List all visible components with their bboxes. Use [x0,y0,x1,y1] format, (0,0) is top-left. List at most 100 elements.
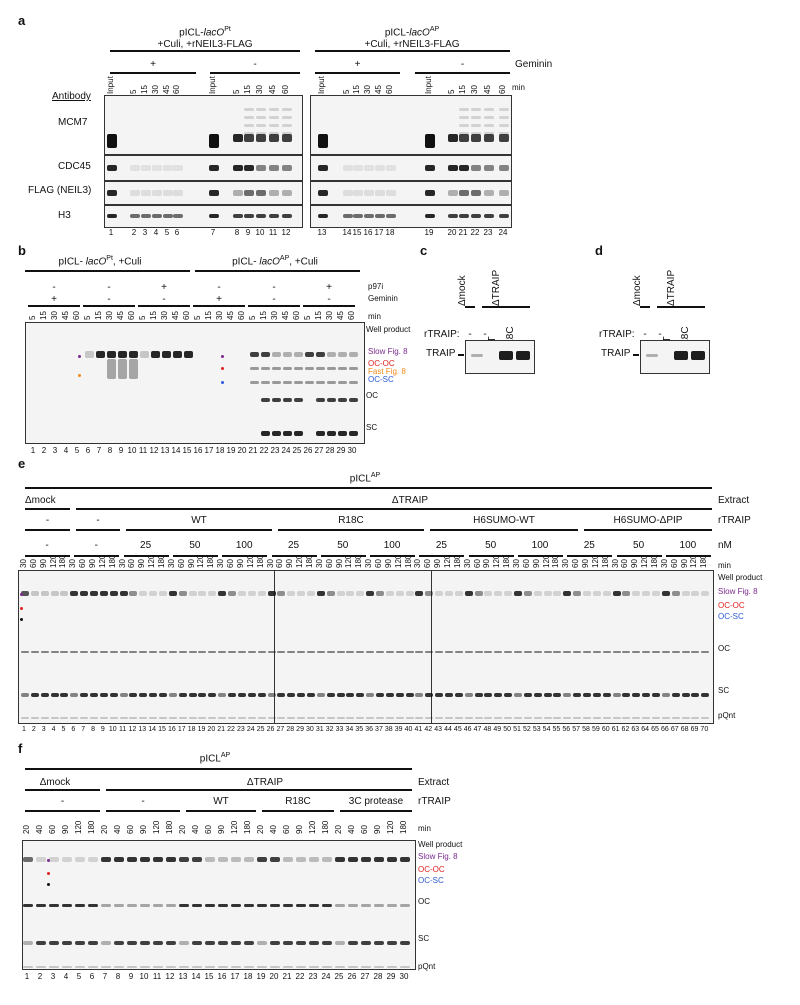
band [296,857,306,862]
band [474,693,483,697]
band [361,966,371,968]
lane-number: 4 [63,972,69,981]
band [448,190,458,196]
band [101,857,111,862]
time-label: 45 [281,311,290,320]
lane-number: 16 [217,972,227,981]
divider-line [271,555,317,557]
lane-header: 5 [232,89,241,94]
band [159,717,168,719]
band [632,591,641,596]
band [244,941,254,945]
band [163,165,173,171]
band [346,651,355,653]
lane-number: 14 [171,446,181,455]
divider-line [584,529,712,531]
lane-number: 4 [51,726,56,733]
band [326,693,335,697]
band [21,717,29,719]
time-label: 30 [413,559,423,568]
band [464,591,473,596]
band [691,351,705,360]
lane-number: 51 [513,726,521,733]
product-label: pQnt [718,711,736,720]
geminin-label: Geminin [368,294,398,303]
time-label: 15 [204,311,213,320]
band [346,717,355,719]
band [348,904,358,907]
lane-number: 24 [281,446,291,455]
divider-line [25,529,70,531]
lane-number: 13 [138,726,147,733]
time-label: 40 [113,825,122,834]
band [327,367,336,370]
time-label: 60 [28,559,38,568]
time-label: 120 [196,554,206,568]
lane-number: 62 [621,726,630,733]
lane-number: 11 [268,228,278,237]
band [671,693,680,697]
band [523,591,532,596]
lane-number: 30 [306,726,314,733]
band [349,381,358,384]
time-label: 20 [178,825,187,834]
lane-number: 6 [174,228,180,237]
band [335,857,345,862]
antibody-name: H3 [58,210,71,221]
time-label: 30 [216,559,226,568]
band [425,693,434,697]
construct-italic: lacO [259,256,280,268]
lane-header: 45 [268,85,277,94]
concentration-value: 50 [189,540,201,551]
divider-line [110,72,196,74]
band [287,651,296,653]
band [218,966,228,968]
band [62,904,72,907]
lane-number: 10 [255,228,265,237]
product-label: OC-SC [368,375,394,384]
gel-f [22,840,416,970]
lane-number: 40 [404,726,413,733]
construct-prefix: pICL- [384,27,410,39]
band [366,693,375,697]
band [247,693,256,697]
geminin-value: + [51,294,57,305]
band [218,904,228,907]
band [101,941,111,945]
time-label: 180 [699,554,709,568]
lane-header: 30 [470,85,479,94]
band [471,134,481,142]
gel-divider [431,571,432,723]
divider-line [419,555,465,557]
band [425,165,435,171]
lane-number: 54 [542,726,551,733]
p97i-value: + [326,282,332,293]
gel-divider [274,571,275,723]
band [484,132,494,135]
band [652,693,661,697]
band [233,213,243,218]
product-marker-dot [20,593,23,596]
lane-number: 8 [115,972,121,981]
band [448,134,458,142]
band [602,717,611,719]
rtraip-value: - [45,515,50,526]
band [543,693,552,697]
band [459,213,469,218]
band [592,717,601,719]
band [101,966,111,968]
lane-number: 6 [71,726,76,733]
lane-number: 5 [76,972,82,981]
divider-line [25,768,412,770]
band [272,352,281,357]
band [287,717,296,719]
band [353,213,363,218]
band [375,717,384,719]
lane-number: 22 [259,446,269,455]
band [244,124,254,127]
time-label: 60 [176,559,186,568]
time-label: 60 [126,825,135,834]
band [152,165,162,171]
band [353,190,363,196]
time-label: 20 [256,825,265,834]
